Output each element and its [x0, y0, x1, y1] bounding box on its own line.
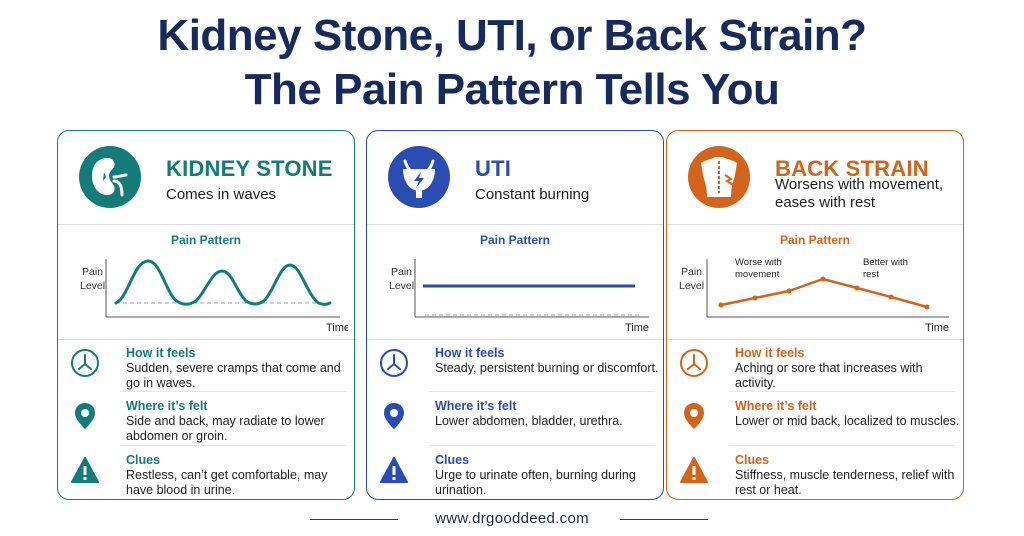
- divider: [367, 224, 663, 225]
- row-text: Lower abdomen, bladder, urethra.: [435, 414, 623, 428]
- clues-row: Clues Restless, can’t get comfortable, m…: [58, 453, 354, 503]
- row-heading: Where it’s felt: [735, 399, 817, 413]
- divider: [667, 339, 963, 340]
- warning-icon: [71, 457, 99, 483]
- pain-pattern-title: Pain Pattern: [779, 233, 851, 247]
- row-separator: [729, 391, 955, 392]
- how-it-feels-row: How it feels Steady, persistent burning …: [367, 346, 663, 396]
- kidney-icon: [79, 146, 141, 208]
- row-heading: How it feels: [126, 346, 196, 360]
- annotation-left-2: movement: [735, 269, 780, 280]
- row-text: Stiffness, muscle tenderness, relief wit…: [735, 468, 955, 497]
- row-heading: Clues: [735, 453, 770, 467]
- card-name: KIDNEY STONE: [166, 156, 333, 181]
- annotation-left-1: Worse with: [735, 257, 782, 268]
- how-it-feels-row: How it feels Aching or sore that increas…: [667, 346, 963, 396]
- footer-line-left: [310, 519, 398, 520]
- clock-icon: [380, 349, 408, 377]
- card-subtitle: Worsens with movement, eases with rest: [775, 176, 944, 211]
- trend-point: [854, 285, 860, 291]
- clock-icon: [71, 349, 99, 377]
- row-separator: [429, 445, 655, 446]
- card-name: UTI: [475, 156, 512, 181]
- clues-row: Clues Urge to urinate often, burning dur…: [367, 453, 663, 503]
- trend-point: [718, 302, 724, 308]
- row-heading: How it feels: [435, 346, 505, 360]
- chart-ylabel-1: Pain: [681, 266, 702, 278]
- chart-ylabel-1: Pain: [82, 266, 103, 278]
- chart-ylabel-2: Level: [389, 280, 414, 292]
- location-pin-icon: [684, 403, 704, 429]
- title-line-2: The Pain Pattern Tells You: [244, 65, 780, 114]
- back-strain-card: BACK STRAIN Worsens with movement, eases…: [666, 130, 964, 500]
- row-separator: [729, 445, 955, 446]
- divider: [367, 339, 663, 340]
- row-text: Steady, persistent burning or discomfort…: [435, 361, 659, 375]
- trend-point: [786, 288, 792, 294]
- card-name: BACK STRAIN: [775, 156, 929, 181]
- annotation-right-2: rest: [863, 269, 879, 280]
- row-text: Restless, can’t get comfortable, may hav…: [126, 468, 328, 497]
- trend-point: [820, 276, 826, 282]
- uti-header: UTI Constant burning: [367, 131, 663, 224]
- where-its-felt-row: Where it’s felt Lower or mid back, local…: [667, 399, 963, 449]
- row-separator: [120, 445, 346, 446]
- trend-point: [888, 294, 894, 300]
- title-line-1: Kidney Stone, UTI, or Back Strain?: [157, 11, 867, 60]
- pain-pattern-title: Pain Pattern: [170, 233, 242, 247]
- clock-icon: [680, 349, 708, 377]
- row-heading: Where it’s felt: [126, 399, 208, 413]
- uti-pain-chart: Pain Level Time: [389, 259, 649, 334]
- uti-card: UTI Constant burning Pain Pattern Pain L…: [366, 130, 664, 500]
- location-pin-icon: [384, 403, 404, 429]
- where-its-felt-row: Where it’s felt Side and back, may radia…: [58, 399, 354, 449]
- card-subtitle: Comes in waves: [166, 186, 277, 203]
- row-text: Urge to urinate often, burning during ur…: [435, 468, 636, 497]
- row-text: Sudden, severe cramps that come and go i…: [126, 361, 341, 390]
- footer-url[interactable]: www.drgooddeed.com: [435, 510, 589, 527]
- warning-icon: [380, 457, 408, 483]
- bladder-icon: [388, 146, 450, 208]
- card-subtitle: Constant burning: [475, 186, 590, 203]
- row-separator: [429, 391, 655, 392]
- row-heading: Where it’s felt: [435, 399, 517, 413]
- pain-wave-line: [114, 259, 332, 306]
- back-icon: [688, 146, 750, 208]
- chart-xlabel: Time: [625, 322, 649, 334]
- row-heading: Clues: [435, 453, 470, 467]
- trend-point: [752, 295, 758, 301]
- trend-point: [924, 304, 930, 310]
- kidney-pain-chart: Pain Level Time: [80, 259, 348, 334]
- location-pin-icon: [75, 403, 95, 429]
- row-text: Aching or sore that increases with activ…: [735, 361, 923, 390]
- pain-trend-line: [720, 277, 928, 309]
- back-pain-chart: Pain Level Worse with movement Better wi…: [679, 257, 949, 334]
- row-heading: Clues: [126, 453, 161, 467]
- row-heading: How it feels: [735, 346, 805, 360]
- warning-icon: [680, 457, 708, 483]
- kidney-stone-header: KIDNEY STONE Comes in waves: [58, 131, 354, 224]
- chart-xlabel: Time: [326, 322, 348, 334]
- chart-ylabel-2: Level: [679, 280, 704, 292]
- back-strain-header: BACK STRAIN Worsens with movement, eases…: [667, 131, 963, 224]
- chart-ylabel-2: Level: [80, 280, 105, 292]
- divider: [58, 339, 354, 340]
- divider: [667, 224, 963, 225]
- row-text: Lower or mid back, localized to muscles.: [735, 414, 960, 428]
- how-it-feels-row: How it feels Sudden, severe cramps that …: [58, 346, 354, 396]
- clues-row: Clues Stiffness, muscle tenderness, reli…: [667, 453, 963, 503]
- kidney-stone-card: KIDNEY STONE Comes in waves Pain Pattern…: [57, 130, 355, 500]
- annotation-right-1: Better with: [863, 257, 908, 268]
- row-text: Side and back, may radiate to lower abdo…: [126, 414, 325, 443]
- pain-pattern-title: Pain Pattern: [479, 233, 551, 247]
- pain-trend-points: [718, 276, 930, 310]
- footer-line-right: [620, 519, 708, 520]
- divider: [58, 224, 354, 225]
- row-separator: [120, 391, 346, 392]
- where-its-felt-row: Where it’s felt Lower abdomen, bladder, …: [367, 399, 663, 449]
- chart-ylabel-1: Pain: [391, 266, 412, 278]
- chart-xlabel: Time: [925, 322, 949, 334]
